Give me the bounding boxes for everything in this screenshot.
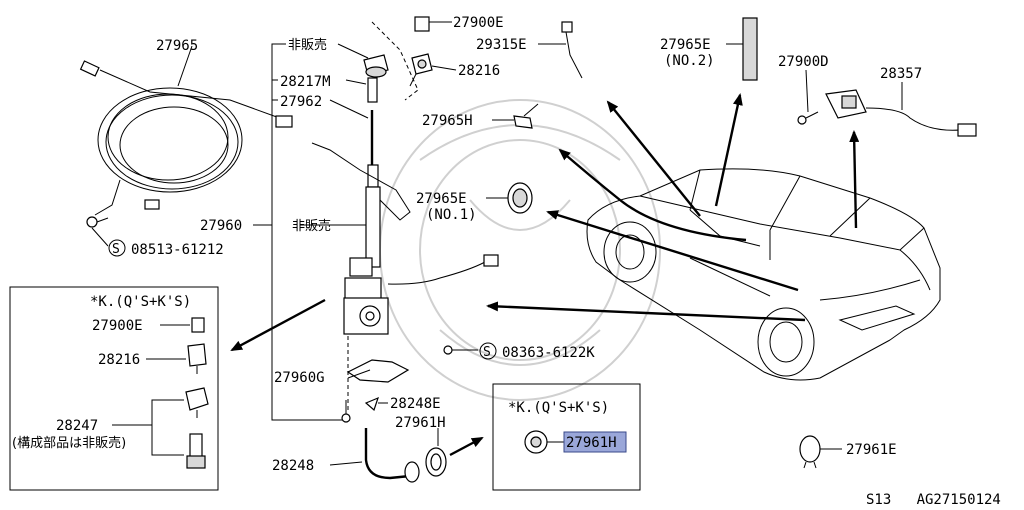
motor-antenna-assembly[interactable] bbox=[343, 254, 499, 335]
label-27965: 27965 bbox=[156, 38, 198, 54]
label-no2: (NO.2) bbox=[664, 53, 715, 69]
label-08513-61212: 08513-61212 bbox=[131, 242, 224, 258]
s-mark-text-2: S bbox=[483, 345, 491, 360]
label-27965e-no1: 27965E bbox=[416, 191, 467, 207]
footer-code: S13 AG27150124 bbox=[866, 492, 1001, 508]
label-27962: 27962 bbox=[280, 94, 322, 110]
nut-28216-top[interactable] bbox=[409, 53, 433, 87]
bolt-lower[interactable] bbox=[341, 400, 351, 423]
screw-27900d[interactable] bbox=[797, 111, 819, 125]
inset-left-label-27900e: 27900E bbox=[92, 318, 143, 334]
inset-clip-27900e[interactable] bbox=[191, 317, 205, 333]
bolt-08513[interactable] bbox=[86, 216, 109, 228]
s-mark-text: S bbox=[112, 242, 120, 257]
inset-left-note: (構成部品は非販売) bbox=[12, 435, 126, 451]
s-mark-icon bbox=[108, 239, 126, 257]
inset-left-title: *K.(Q'S+K'S) bbox=[90, 294, 191, 310]
leader-arrows bbox=[230, 93, 860, 352]
moulding-27965e-no2[interactable] bbox=[742, 17, 758, 81]
clip-27965h[interactable] bbox=[513, 103, 539, 129]
label-28357: 28357 bbox=[880, 66, 922, 82]
label-29315e: 29315E bbox=[476, 37, 527, 53]
antenna-mast-27962[interactable] bbox=[365, 110, 381, 268]
bracket-27960g[interactable] bbox=[346, 359, 410, 383]
inset-nut-28216[interactable] bbox=[187, 343, 207, 374]
label-28248: 28248 bbox=[272, 458, 314, 474]
label-27960: 27960 bbox=[200, 218, 242, 234]
bolt-08363[interactable] bbox=[443, 345, 466, 355]
inset-part-28247-a[interactable] bbox=[185, 387, 209, 418]
label-27900d: 27900D bbox=[778, 54, 829, 70]
amplifier-28357[interactable] bbox=[825, 89, 977, 137]
harness-tie-29315e[interactable] bbox=[561, 21, 583, 79]
antenna-cable-coil[interactable] bbox=[79, 60, 293, 216]
label-no1: (NO.1) bbox=[426, 207, 477, 223]
screw-28248e[interactable] bbox=[364, 396, 379, 412]
label-27965h: 27965H bbox=[422, 113, 473, 129]
label-28216-top: 28216 bbox=[458, 63, 500, 79]
grommet-27961h[interactable] bbox=[425, 447, 447, 477]
inset-right-title: *K.(Q'S+K'S) bbox=[508, 400, 609, 416]
inset-right-box bbox=[492, 383, 641, 491]
car-illustration bbox=[586, 168, 941, 381]
label-27900e-top: 27900E bbox=[453, 15, 504, 31]
inset-grommet-27961h[interactable] bbox=[524, 430, 548, 454]
label-28248e: 28248E bbox=[390, 396, 441, 412]
label-08363-6122k: 08363-6122K bbox=[502, 345, 595, 361]
inset-left-label-28247: 28247 bbox=[56, 418, 98, 434]
s-mark-icon-2 bbox=[479, 342, 497, 360]
antenna-top-cap[interactable] bbox=[363, 54, 389, 78]
inset-left-label-28216: 28216 bbox=[98, 352, 140, 368]
inset-left-box bbox=[9, 286, 219, 491]
grommet-27965e-no1[interactable] bbox=[507, 182, 533, 214]
label-27965e-no2: 27965E bbox=[660, 37, 711, 53]
label-27961e: 27961E bbox=[846, 442, 897, 458]
label-hihanbai-top: 非販売 bbox=[288, 37, 327, 53]
label-hihanbai-mid: 非販売 bbox=[292, 218, 331, 234]
inset-right-part-label: 27961H bbox=[566, 435, 617, 451]
label-27960g: 27960G bbox=[274, 370, 325, 386]
clip-27900e-top[interactable] bbox=[414, 16, 430, 32]
drain-hose-28248[interactable] bbox=[364, 428, 420, 483]
antenna-rod-28217m[interactable] bbox=[367, 77, 378, 103]
label-28217m: 28217M bbox=[280, 74, 331, 90]
inset-part-28247-b[interactable] bbox=[186, 433, 206, 469]
label-27961h: 27961H bbox=[395, 415, 446, 431]
inset-right-highlight bbox=[563, 431, 627, 453]
cap-27961e[interactable] bbox=[799, 435, 821, 469]
